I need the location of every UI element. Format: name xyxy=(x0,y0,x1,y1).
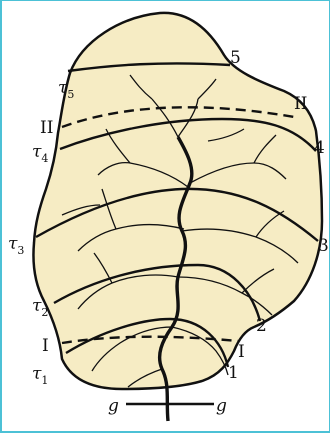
label-1: 1 xyxy=(228,363,239,383)
label-5: 5 xyxy=(230,48,241,68)
label-I-right: I xyxy=(238,342,245,362)
label-II-right: II xyxy=(294,94,307,114)
label-I-left: I xyxy=(42,336,49,356)
label-4: 4 xyxy=(314,138,325,158)
label-g-left: g xyxy=(108,396,119,416)
label-2: 2 xyxy=(256,316,267,336)
label-3: 3 xyxy=(318,236,329,256)
label-g-right: g xyxy=(216,396,227,416)
label-II-left: II xyxy=(40,118,53,138)
label-tau3: τ3 xyxy=(8,234,24,257)
label-tau4: τ4 xyxy=(32,142,48,165)
label-tau1: τ1 xyxy=(32,364,48,387)
